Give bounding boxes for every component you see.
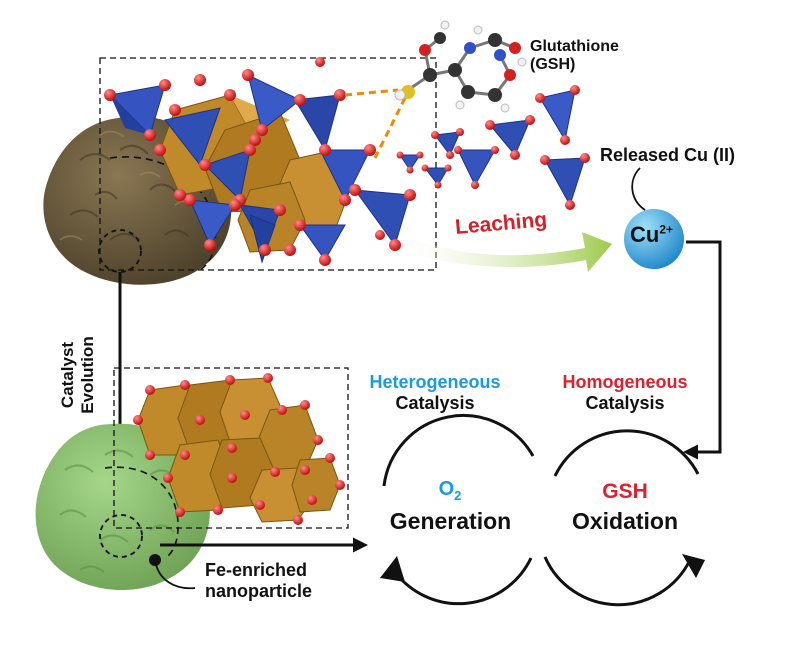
leached-tetrahedra bbox=[396, 85, 590, 210]
fe-enriched-line1: Fe-enriched bbox=[205, 560, 308, 580]
o2-label: O2 bbox=[420, 478, 480, 504]
oxidation-label: Oxidation bbox=[571, 508, 679, 534]
cu-pointer-line bbox=[631, 167, 646, 211]
catalyst-evolution-label: Catalyst Evolution bbox=[58, 325, 97, 425]
crystal-box-top bbox=[99, 57, 437, 271]
heterogeneous-cycle-arrowhead bbox=[380, 556, 405, 582]
catalyst-evolution-line1: Catalyst bbox=[58, 341, 77, 409]
homogeneous-catalysis-label: Homogeneous Catalysis bbox=[545, 372, 705, 413]
cu-ion-label: Cu2+ bbox=[630, 222, 673, 247]
oxygen-atoms-top bbox=[104, 57, 416, 266]
green-nanoparticle bbox=[35, 423, 210, 591]
fe-enriched-line2: nanoparticle bbox=[205, 580, 313, 601]
catalyst-evolution-line2: Evolution bbox=[77, 336, 97, 414]
generation-label: Generation bbox=[389, 508, 512, 534]
interaction-lines bbox=[344, 88, 407, 159]
fe-pointer bbox=[149, 554, 196, 590]
leaching-arrow bbox=[405, 232, 612, 272]
cu-to-cycle-arrow bbox=[683, 240, 722, 460]
crystal-structure-bottom bbox=[133, 373, 345, 525]
green-zoom-markers bbox=[99, 466, 179, 558]
heterogeneous-catalysis-label: Heterogeneous Catalysis bbox=[360, 372, 510, 413]
homogeneous-catalysis-word: Catalysis bbox=[585, 392, 665, 413]
gsh-molecule bbox=[394, 20, 527, 113]
heterogeneous-cycle bbox=[382, 414, 535, 606]
cu-symbol: Cu bbox=[630, 222, 660, 247]
crystal-structure-top bbox=[108, 74, 411, 264]
glutathione-label: Glutathione (GSH) bbox=[530, 38, 619, 75]
heterogeneous-catalysis-word: Catalysis bbox=[395, 392, 475, 413]
homogeneous-label: Homogeneous bbox=[562, 372, 688, 392]
o2-subscript: 2 bbox=[454, 488, 462, 503]
gsh-label: GSH bbox=[602, 480, 648, 503]
fe-enriched-label: Fe-enriched nanoparticle bbox=[205, 560, 312, 601]
released-cu-label: Released Cu (II) bbox=[600, 145, 736, 165]
glutathione-label-line2: (GSH) bbox=[530, 56, 576, 74]
glutathione-label-line1: Glutathione bbox=[530, 38, 619, 55]
cu-ion bbox=[624, 209, 684, 269]
cu-charge: 2+ bbox=[659, 222, 674, 237]
o2-symbol: O bbox=[438, 478, 455, 500]
heterogeneous-label: Heterogeneous bbox=[369, 372, 501, 392]
homogeneous-cycle bbox=[543, 429, 700, 607]
crystal-box-bottom bbox=[113, 367, 349, 529]
homogeneous-cycle-arrowhead bbox=[682, 554, 705, 578]
